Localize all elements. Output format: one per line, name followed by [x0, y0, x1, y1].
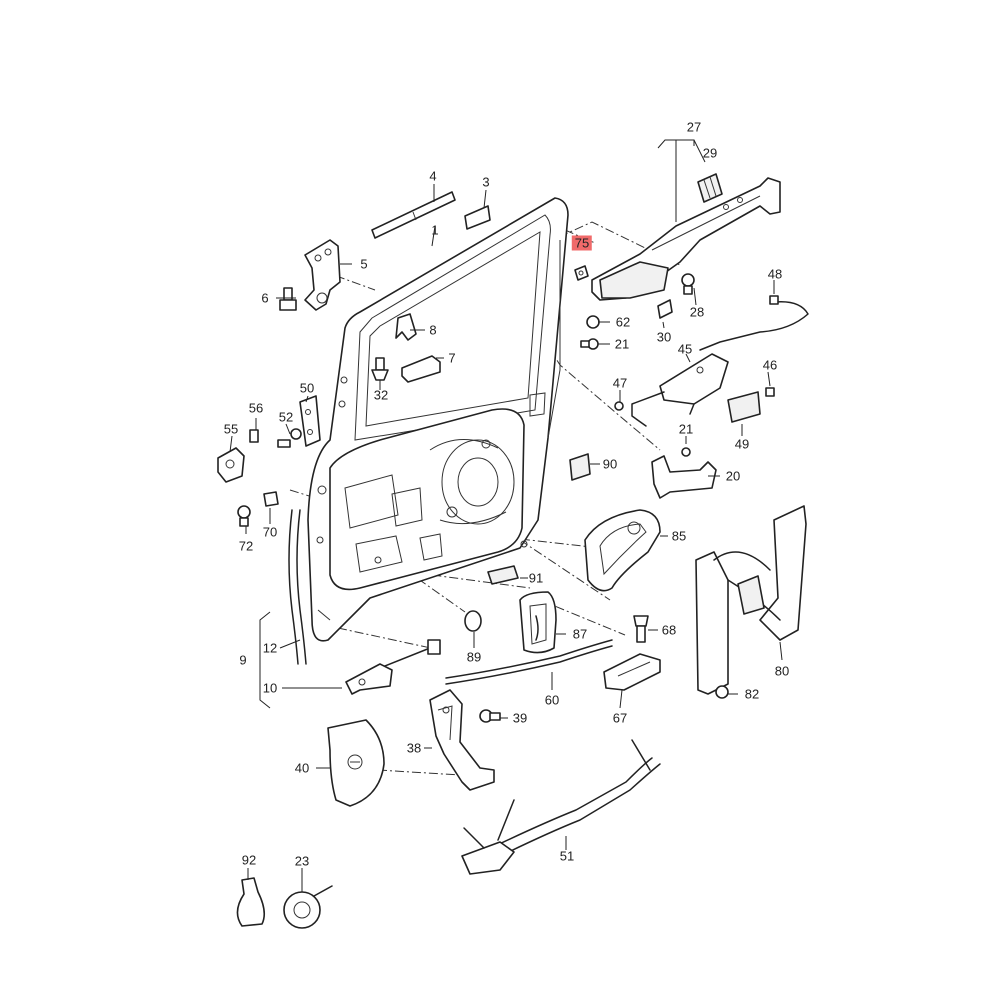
callout-56: 56	[248, 400, 264, 416]
guide-rail-part-27	[591, 177, 781, 301]
callout-21-lower: 21	[678, 421, 694, 437]
seal-part-91	[487, 565, 519, 585]
pin-part-32	[371, 357, 389, 381]
callout-39: 39	[512, 710, 528, 726]
tape-roll-part-23	[283, 885, 333, 929]
check-strap-part-20	[651, 447, 717, 499]
callout-75-highlight: 75	[571, 235, 593, 251]
callout-30: 30	[656, 329, 672, 345]
callout-6: 6	[261, 290, 269, 306]
plate-part-30	[657, 299, 673, 319]
insert-part-7	[401, 355, 441, 383]
cable-part-48	[699, 295, 809, 351]
regulator-part-80	[695, 505, 807, 699]
callout-40: 40	[294, 760, 310, 776]
callout-28: 28	[689, 304, 705, 320]
callout-91: 91	[528, 570, 544, 586]
callout-50: 50	[299, 380, 315, 396]
clip-part-8	[395, 313, 417, 341]
bushing-part-70	[263, 491, 279, 507]
bolt-part-39	[479, 709, 501, 723]
rod-part-51	[461, 739, 661, 875]
callout-10: 10	[262, 680, 278, 696]
callout-72: 72	[238, 538, 254, 554]
callout-3: 3	[482, 174, 490, 190]
ring-part-89	[464, 610, 482, 632]
actuator-part-45	[631, 353, 729, 427]
callout-21-upper: 21	[614, 336, 630, 352]
callout-5: 5	[360, 256, 368, 272]
callout-82: 82	[744, 686, 760, 702]
inner-handle-part-87	[519, 591, 557, 654]
callout-55: 55	[223, 421, 239, 437]
bolt-part-52	[277, 428, 302, 448]
callout-47: 47	[612, 375, 628, 391]
callout-51: 51	[559, 848, 575, 864]
screw-part-46	[765, 387, 775, 397]
nut-part-47	[614, 401, 624, 411]
callout-80: 80	[774, 663, 790, 679]
cable-part-60	[445, 639, 613, 679]
callout-46: 46	[762, 357, 778, 373]
callout-27: 27	[686, 119, 702, 135]
callout-62: 62	[615, 314, 631, 330]
screw-part-62	[586, 315, 600, 329]
leader-lines	[229, 139, 783, 892]
callout-29: 29	[702, 145, 718, 161]
callout-32: 32	[373, 387, 389, 403]
striker-part-67	[603, 653, 661, 691]
callout-48: 48	[767, 266, 783, 282]
callout-1: 1	[431, 222, 439, 238]
callout-68: 68	[661, 622, 677, 638]
callout-23: 23	[294, 853, 310, 869]
callout-12: 12	[262, 640, 278, 656]
callout-8: 8	[429, 322, 437, 338]
trim-cover-part-40	[327, 719, 385, 807]
callout-75: 75	[571, 235, 593, 251]
callout-85: 85	[671, 528, 687, 544]
strip-part-4	[371, 191, 456, 239]
bolt-part-68	[633, 615, 649, 643]
callout-92: 92	[241, 852, 257, 868]
bracket-part-5	[304, 239, 341, 311]
connector-part-49	[727, 391, 761, 423]
callout-52: 52	[278, 409, 294, 425]
screw-part-28	[681, 273, 695, 295]
callout-89: 89	[466, 649, 482, 665]
seal-part-12	[288, 509, 299, 665]
bolt-part-6	[279, 287, 297, 311]
module-part-29	[697, 173, 723, 203]
screw-part-21	[580, 338, 599, 350]
callout-38: 38	[406, 740, 422, 756]
hinge-part-50	[299, 395, 321, 447]
callout-70: 70	[262, 524, 278, 540]
callout-49: 49	[734, 436, 750, 452]
callout-67: 67	[612, 710, 628, 726]
callout-45: 45	[677, 341, 693, 357]
sticker-part-3	[464, 205, 491, 230]
handle-frame-part-85	[584, 509, 661, 592]
callout-7: 7	[448, 350, 456, 366]
callout-60: 60	[544, 692, 560, 708]
door-panel-part-1	[307, 197, 569, 642]
hinge-part-38	[429, 689, 495, 791]
callout-90: 90	[602, 456, 618, 472]
pad-part-90	[569, 453, 591, 481]
callout-20: 20	[725, 468, 741, 484]
bolt-part-72	[237, 505, 251, 527]
callout-9: 9	[239, 652, 247, 668]
mount-part-55	[217, 447, 245, 483]
bolt-part-12	[379, 639, 441, 669]
bracket-part-10	[345, 663, 393, 695]
nut-part-75	[574, 265, 589, 281]
callout-87: 87	[572, 626, 588, 642]
callout-4: 4	[429, 168, 437, 184]
bottle-part-92	[236, 877, 266, 927]
bolt-part-56	[249, 429, 259, 443]
